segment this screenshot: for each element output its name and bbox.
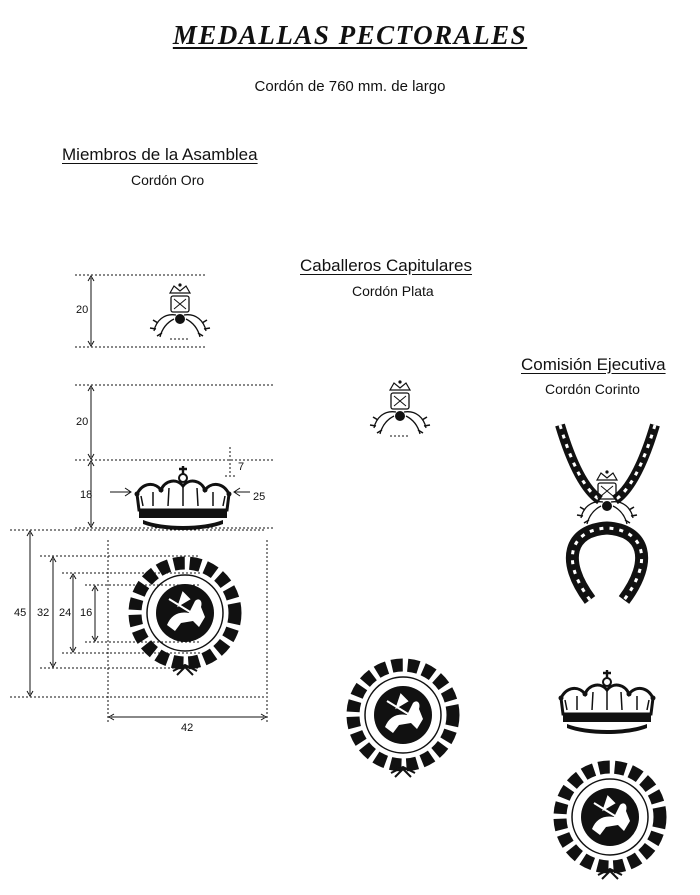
cord-ejecutiva: Cordón Corinto [545, 381, 640, 397]
heading-asamblea: Miembros de la Asamblea [62, 145, 258, 164]
heading-ejecutiva: Comisión Ejecutiva [521, 355, 666, 374]
dim-medal-outer: 45 [14, 607, 27, 619]
dim-emblem-height: 20 [76, 304, 89, 316]
dim-medal-inner: 16 [80, 607, 93, 619]
ejecutiva-cord-icon [555, 423, 660, 604]
cord-asamblea: Cordón Oro [131, 172, 205, 188]
cord-capitulares: Cordón Plata [352, 283, 434, 299]
page-title: MEDALLAS PECTORALES [172, 20, 528, 50]
capitulares-emblem-icon [369, 379, 431, 437]
dim-crown-width: 25 [253, 491, 266, 503]
dim-medal-ring: 24 [59, 607, 72, 619]
dim-crown-cross: 7 [238, 461, 245, 473]
ejecutiva-medal-icon [560, 767, 660, 879]
dim-crown-height: 18 [80, 489, 93, 501]
capitulares-medal-icon [353, 665, 453, 777]
asamblea-crown-icon [133, 464, 233, 532]
dim-gap-height: 20 [76, 416, 89, 428]
dim-medal-wreath: 32 [37, 607, 50, 619]
ejecutiva-crown-icon [557, 668, 657, 736]
asamblea-medal-icon [135, 563, 235, 675]
dimension-lines [10, 274, 275, 722]
heading-capitulares: Caballeros Capitulares [300, 256, 472, 275]
page-subtitle: Cordón de 760 mm. de largo [254, 78, 446, 95]
asamblea-emblem-icon [149, 282, 211, 340]
dim-medal-width: 42 [181, 722, 194, 734]
